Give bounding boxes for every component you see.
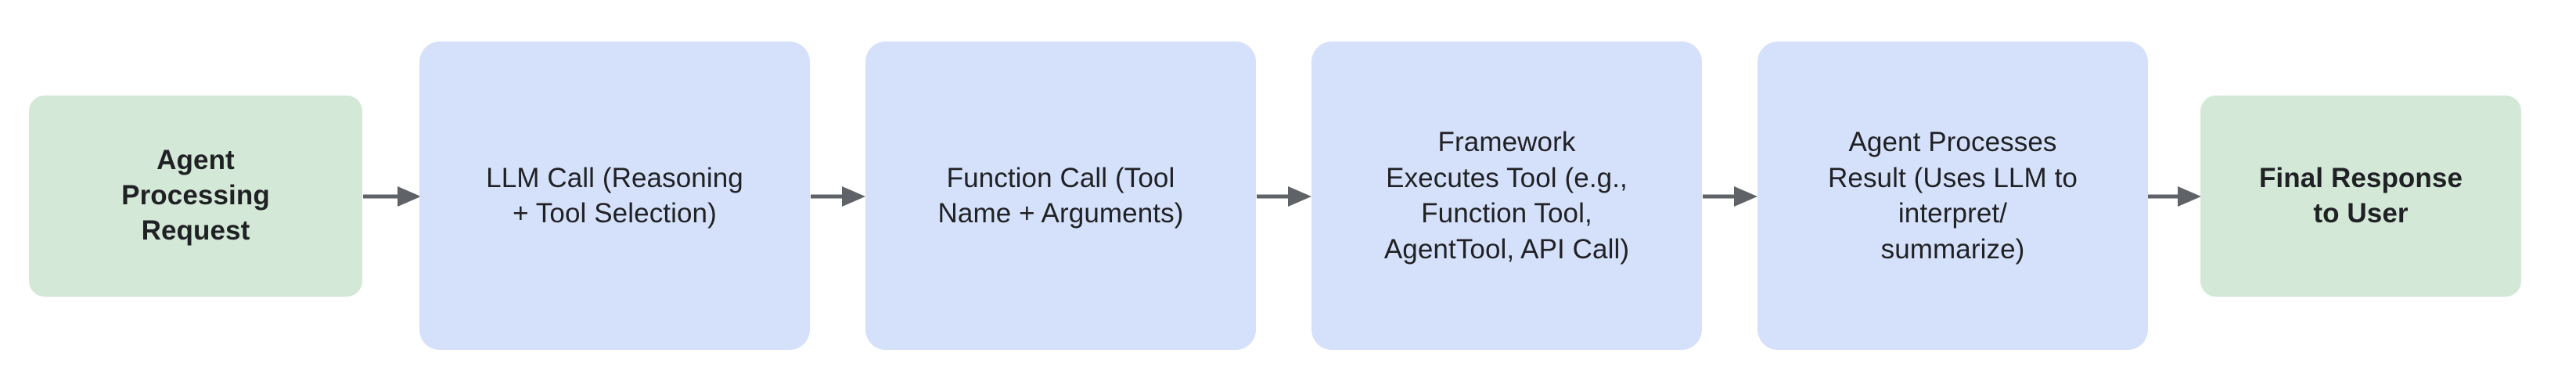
node-agent-processing-request[interactable]: Agent Processing Request bbox=[29, 96, 362, 297]
arrow-agent-processes-result-to-final-response-to-user bbox=[2148, 183, 2201, 210]
node-agent-processes-result[interactable]: Agent Processes Result (Uses LLM to inte… bbox=[1758, 41, 2148, 350]
node-label-agent-processes-result: Agent Processes Result (Uses LLM to inte… bbox=[1828, 127, 2078, 265]
node-label-final-response-to-user: Final Response to User bbox=[2258, 162, 2463, 229]
node-function-call[interactable]: Function Call (Tool Name + Arguments) bbox=[865, 41, 1256, 350]
arrow-llm-call-to-function-call bbox=[811, 183, 865, 210]
node-llm-call[interactable]: LLM Call (Reasoning + Tool Selection) bbox=[419, 41, 810, 350]
node-label-llm-call: LLM Call (Reasoning + Tool Selection) bbox=[486, 162, 743, 229]
arrow-framework-executes-tool-to-agent-processes-result bbox=[1703, 183, 1758, 210]
arrow-function-call-to-framework-executes-tool bbox=[1257, 183, 1311, 210]
node-label-framework-executes-tool: Framework Executes Tool (e.g., Function … bbox=[1383, 127, 1630, 265]
arrow-agent-processing-request-to-llm-call bbox=[363, 183, 421, 210]
node-label-function-call: Function Call (Tool Name + Arguments) bbox=[937, 162, 1184, 229]
node-final-response-to-user[interactable]: Final Response to User bbox=[2200, 96, 2521, 297]
node-label-agent-processing-request: Agent Processing Request bbox=[121, 145, 270, 246]
node-framework-executes-tool[interactable]: Framework Executes Tool (e.g., Function … bbox=[1311, 41, 1702, 350]
